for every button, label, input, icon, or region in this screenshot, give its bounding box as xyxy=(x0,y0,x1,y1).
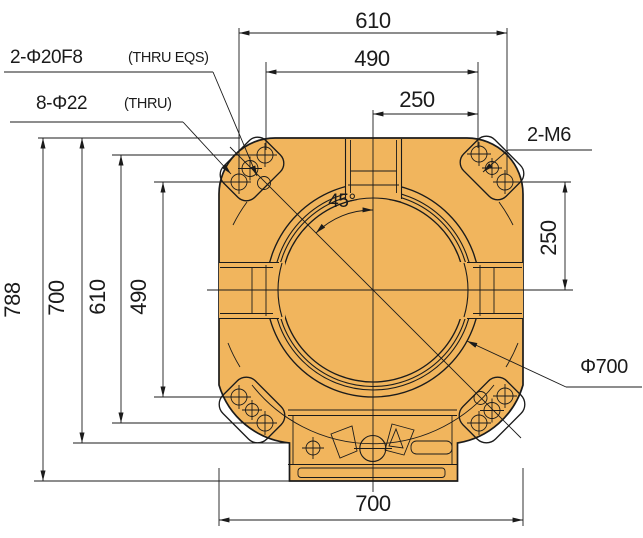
dim-bottom-700: 700 xyxy=(355,491,391,516)
callout-bolt-text: 8-Φ22 xyxy=(36,93,87,114)
dim-right-250: 250 xyxy=(536,220,561,256)
connector-housing xyxy=(288,409,457,478)
dim-top-610: 610 xyxy=(355,8,391,33)
callout-dia700-text: Φ700 xyxy=(580,356,628,378)
dim-top-490: 490 xyxy=(354,46,390,71)
callout-dowel-text: 2-Φ20F8 xyxy=(10,47,83,68)
dim-left-788: 788 xyxy=(0,282,25,318)
dowel-hole-phi20 xyxy=(473,391,488,405)
dim-top-250: 250 xyxy=(399,87,435,112)
callout-bore-diameter: Φ700 xyxy=(466,340,642,388)
dowel-hole-phi20 xyxy=(257,176,271,190)
callout-dowel-note: (THRU EQS) xyxy=(128,50,209,66)
callout-tapped-holes: 2-M6 xyxy=(482,124,592,173)
callout-bolt-note: (THRU) xyxy=(124,96,172,112)
bolt-hole-phi22 xyxy=(467,411,491,435)
dim-left-490: 490 xyxy=(126,279,151,315)
centerlines xyxy=(207,110,573,492)
callout-m6-text: 2-M6 xyxy=(527,124,571,146)
cable-port-right xyxy=(384,423,415,456)
bolt-hole-phi22 xyxy=(480,398,504,423)
dimension-texts: 610 490 250 788 700 610 490 250 700 xyxy=(0,8,561,516)
corner-pad-bottom-right xyxy=(458,376,526,444)
cable-slot xyxy=(410,440,453,455)
bolt-hole-phi22 xyxy=(493,384,517,408)
angle-dimension: 45° xyxy=(229,146,522,439)
notch-north xyxy=(344,139,403,203)
tapped-hole-m6 xyxy=(242,400,262,420)
dim-angle: 45° xyxy=(328,191,356,212)
extension-lines xyxy=(34,28,571,526)
notch-east xyxy=(458,261,523,320)
cable-port-left xyxy=(330,425,358,459)
callout-dowel-holes: 2-Φ20F8 (THRU EQS) xyxy=(4,47,258,177)
dim-left-700: 700 xyxy=(44,280,69,316)
callout-bolt-holes: 8-Φ22 (THRU) xyxy=(10,93,232,175)
dim-left-610: 610 xyxy=(85,279,110,315)
bolt-hole-phi22 xyxy=(467,142,491,166)
dimension-lines xyxy=(40,30,568,523)
notch-west xyxy=(219,261,285,320)
small-plug-hole xyxy=(302,437,324,459)
